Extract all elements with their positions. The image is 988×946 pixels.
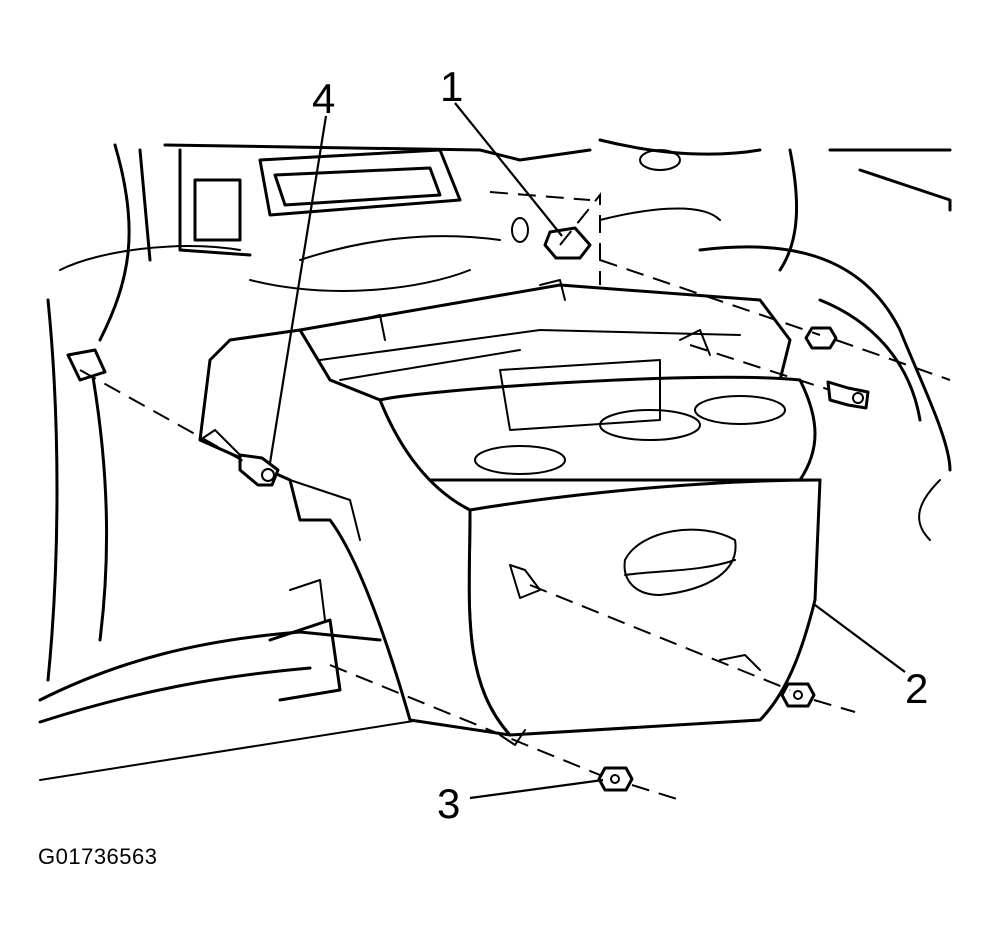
fastener-nut-upper-right [804, 326, 838, 350]
fastener-nut-front [597, 766, 634, 792]
callout-1: 1 [440, 63, 463, 110]
fastener-clip-upper [543, 226, 592, 260]
vehicle-interior-background [38, 138, 952, 781]
callout-leaders [268, 102, 906, 800]
fastener-nut-front-right [780, 682, 816, 708]
fastener-alignment-lines [79, 191, 951, 801]
callout-2: 2 [905, 665, 928, 712]
fastener-bolt-left [238, 453, 280, 487]
rear-floor-console [198, 279, 822, 746]
fastener-clip-left [66, 348, 107, 382]
callout-3: 3 [437, 780, 460, 827]
console-mounting-bracket [268, 579, 342, 702]
fastener-bolt-right [826, 380, 870, 410]
callout-4: 4 [312, 75, 335, 122]
figure-id: G01736563 [38, 844, 158, 869]
